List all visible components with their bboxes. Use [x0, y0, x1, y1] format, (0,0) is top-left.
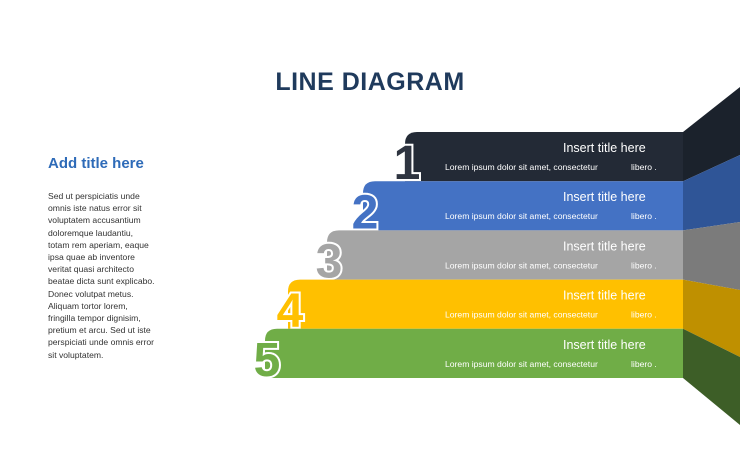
sidebar-heading: Add title here	[48, 155, 144, 172]
step-1-band	[405, 132, 683, 182]
step-3-side-panel	[683, 222, 740, 290]
step-4-band	[288, 279, 683, 329]
step-3-title: Insert title here	[563, 239, 646, 253]
page-title: LINE DIAGRAM	[275, 68, 465, 96]
step-1-title: Insert title here	[563, 141, 646, 155]
step-1-description: Lorem ipsum dolor sit amet, consectetur	[445, 162, 598, 172]
step-4-side-panel	[683, 279, 740, 357]
step-4-description: Lorem ipsum dolor sit amet, consectetur	[445, 310, 598, 320]
step-3-band	[327, 230, 683, 280]
step-5-description-suffix: libero .	[631, 359, 657, 369]
step-5-description: Lorem ipsum dolor sit amet, consectetur	[445, 359, 598, 369]
step-5-title: Insert title here	[563, 338, 646, 352]
step-2-band	[363, 181, 683, 231]
step-3-description: Lorem ipsum dolor sit amet, consectetur	[445, 260, 598, 270]
step-2-description-suffix: libero .	[631, 211, 657, 221]
step-1-side-panel	[683, 87, 740, 182]
step-1-description-suffix: libero .	[631, 162, 657, 172]
step-2-description: Lorem ipsum dolor sit amet, consectetur	[445, 211, 598, 221]
step-2-side-panel	[683, 155, 740, 231]
step-2-title: Insert title here	[563, 190, 646, 204]
step-5-side-panel	[683, 328, 740, 425]
step-5-number: 5	[254, 334, 281, 387]
step-4-title: Insert title here	[563, 289, 646, 303]
step-3-description-suffix: libero .	[631, 260, 657, 270]
sidebar-body-text: Sed ut perspiciatis unde omnis iste natu…	[48, 191, 155, 360]
step-4-description-suffix: libero .	[631, 310, 657, 320]
perspective-sides	[683, 87, 740, 425]
step-5-band	[265, 328, 683, 378]
